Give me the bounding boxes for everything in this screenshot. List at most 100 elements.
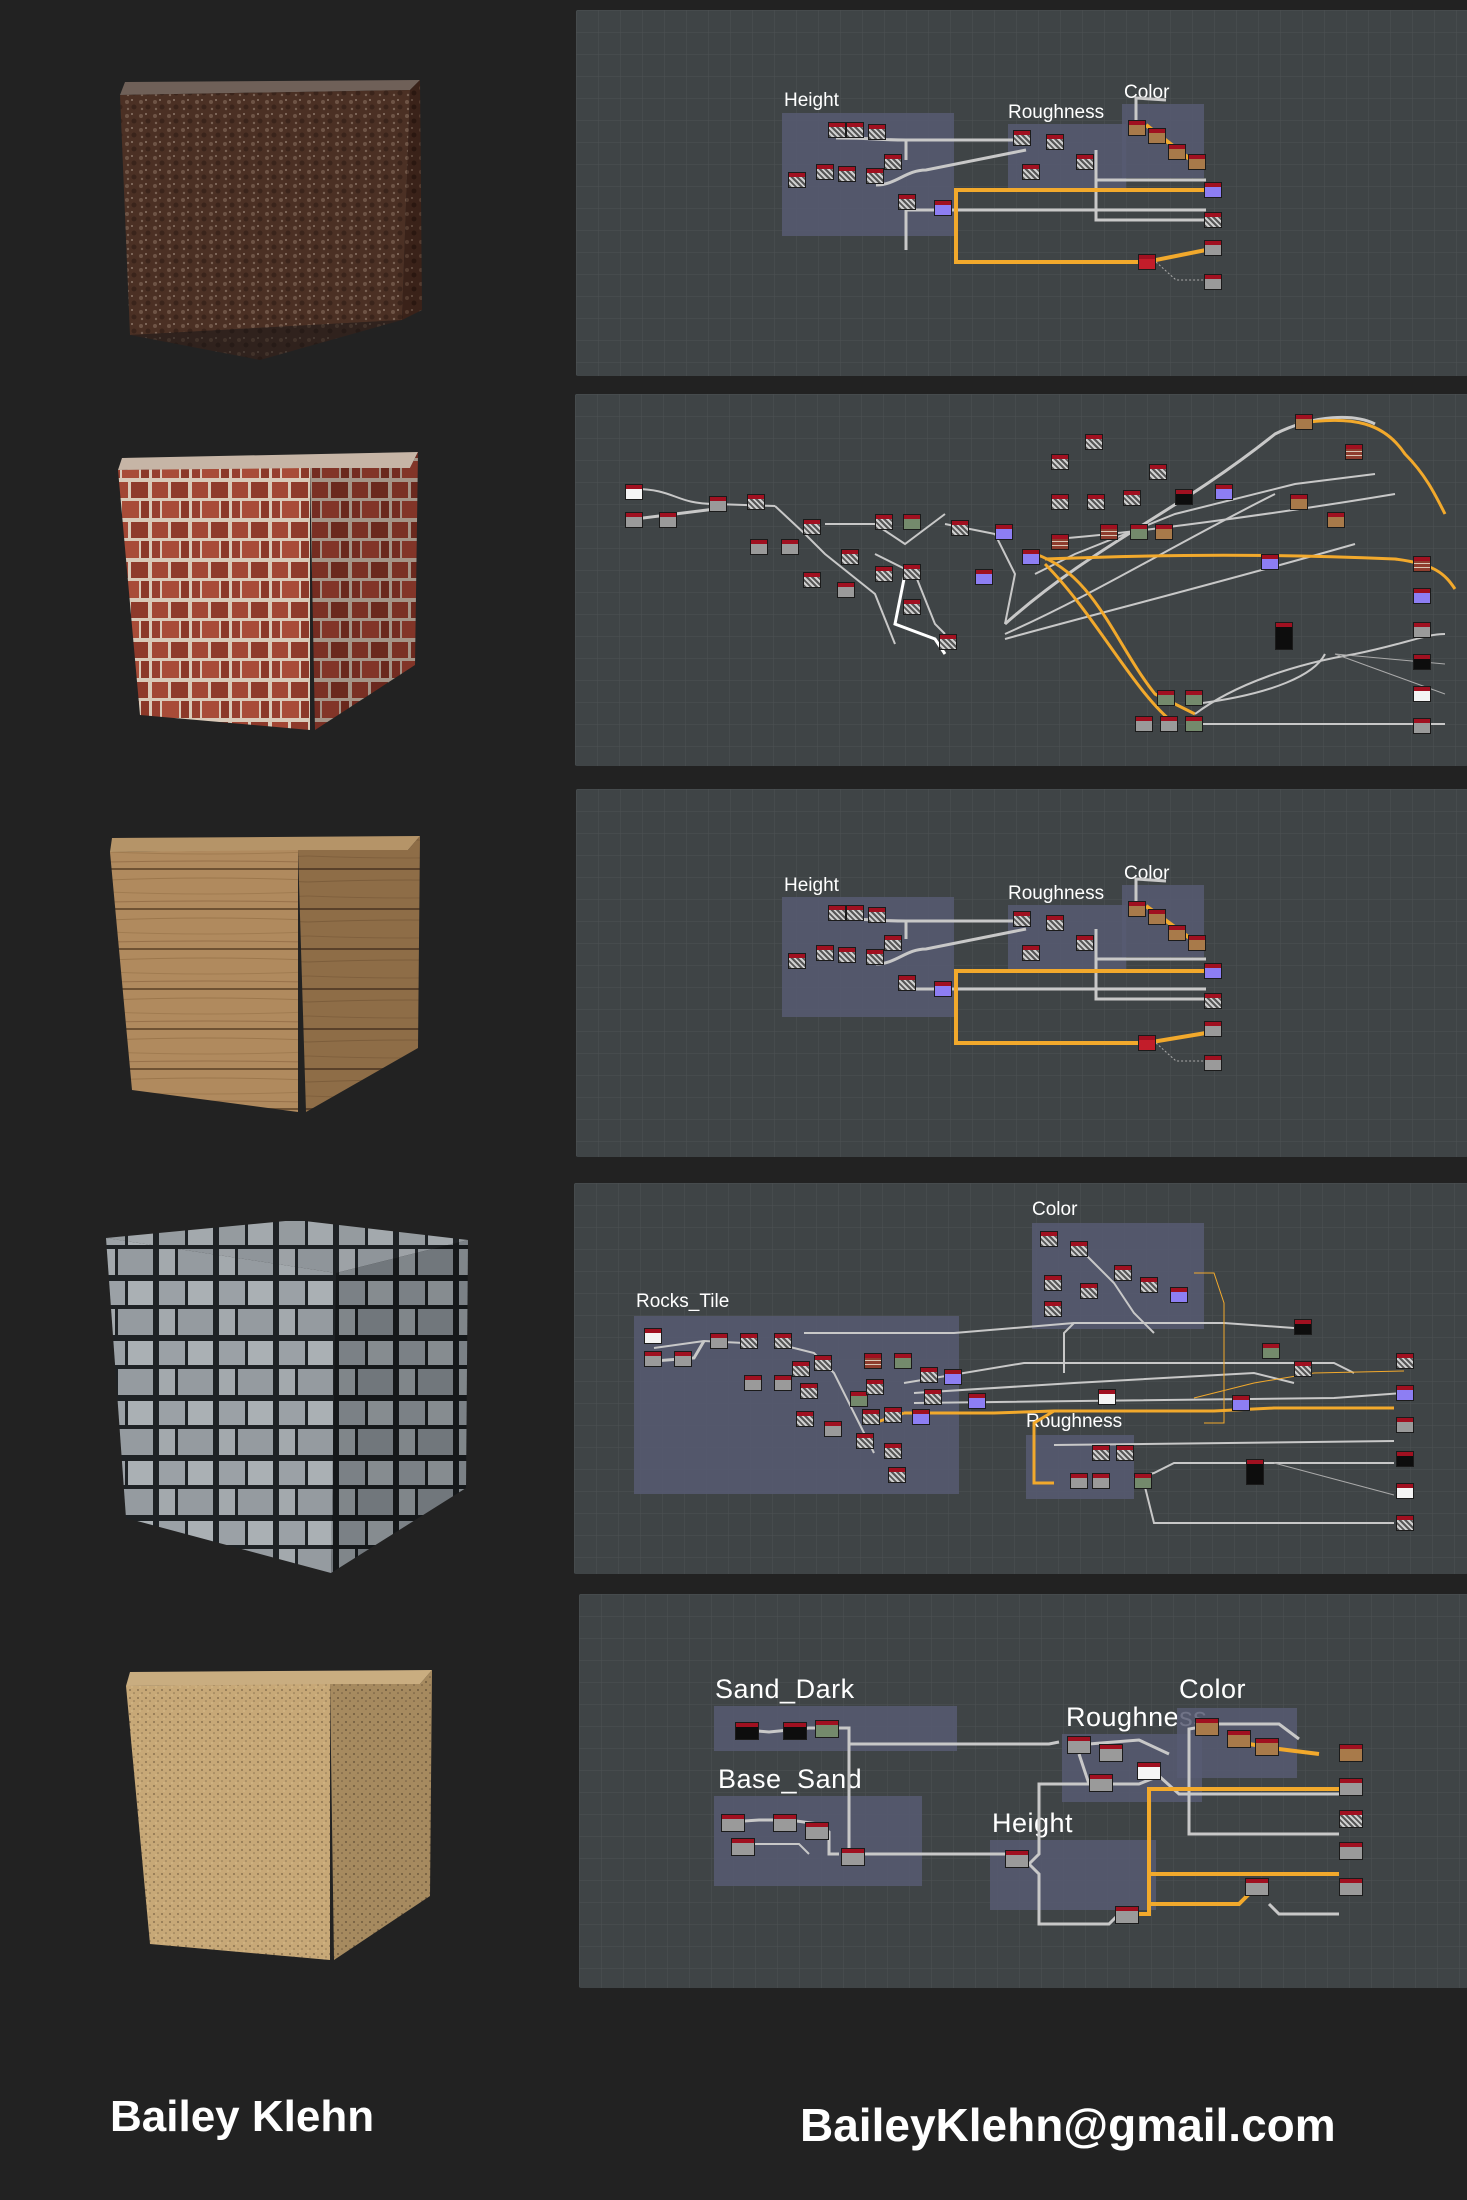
node[interactable] — [1051, 534, 1069, 550]
output-node[interactable] — [1413, 588, 1431, 604]
node-graph-dirt[interactable]: Height Roughness Color — [576, 10, 1467, 376]
node[interactable] — [625, 484, 643, 500]
node[interactable] — [846, 122, 864, 138]
node[interactable] — [1245, 1878, 1269, 1896]
node-graph-stone[interactable]: Color Rocks_Tile Roughness — [574, 1183, 1467, 1574]
output-node[interactable] — [1339, 1744, 1363, 1762]
node[interactable] — [815, 1720, 839, 1738]
node[interactable] — [1157, 690, 1175, 706]
node[interactable] — [1255, 1738, 1279, 1756]
node[interactable] — [1040, 1231, 1058, 1247]
node[interactable] — [1168, 144, 1186, 160]
node[interactable] — [1092, 1445, 1110, 1461]
node[interactable] — [788, 172, 806, 188]
node[interactable] — [1246, 1459, 1264, 1485]
node[interactable] — [1188, 935, 1206, 951]
node[interactable] — [1070, 1473, 1088, 1489]
node[interactable] — [1160, 716, 1178, 732]
node[interactable] — [805, 1822, 829, 1840]
node[interactable] — [875, 514, 893, 530]
node[interactable] — [1128, 120, 1146, 136]
output-node[interactable] — [1339, 1842, 1363, 1860]
node[interactable] — [814, 1355, 832, 1371]
node[interactable] — [1185, 690, 1203, 706]
node[interactable] — [1070, 1241, 1088, 1257]
output-node[interactable] — [1204, 274, 1222, 290]
node[interactable] — [850, 1391, 868, 1407]
node[interactable] — [1076, 935, 1094, 951]
node[interactable] — [710, 1333, 728, 1349]
node[interactable] — [1087, 494, 1105, 510]
node[interactable] — [912, 1409, 930, 1425]
node[interactable] — [816, 164, 834, 180]
node[interactable] — [1294, 1319, 1312, 1335]
node[interactable] — [898, 975, 916, 991]
node[interactable] — [731, 1838, 755, 1856]
output-node[interactable] — [1339, 1778, 1363, 1796]
node[interactable] — [1085, 434, 1103, 450]
node[interactable] — [884, 1407, 902, 1423]
node[interactable] — [841, 549, 859, 565]
node[interactable] — [838, 947, 856, 963]
node[interactable] — [1195, 1718, 1219, 1736]
node[interactable] — [625, 512, 643, 528]
node[interactable] — [1115, 1906, 1139, 1924]
node[interactable] — [803, 519, 821, 535]
node[interactable] — [774, 1375, 792, 1391]
node[interactable] — [846, 905, 864, 921]
output-node[interactable] — [1204, 182, 1222, 198]
output-node[interactable] — [1413, 556, 1431, 572]
node[interactable] — [781, 539, 799, 555]
node[interactable] — [747, 494, 765, 510]
node[interactable] — [975, 569, 993, 585]
node[interactable] — [920, 1367, 938, 1383]
node[interactable] — [868, 907, 886, 923]
node[interactable] — [1022, 549, 1040, 565]
node[interactable] — [1227, 1730, 1251, 1748]
node[interactable] — [1089, 1774, 1113, 1792]
node[interactable] — [1175, 489, 1193, 505]
node[interactable] — [1168, 925, 1186, 941]
output-node[interactable] — [1204, 240, 1222, 256]
node[interactable] — [841, 1848, 865, 1866]
output-node[interactable] — [1396, 1385, 1414, 1401]
node[interactable] — [1261, 554, 1279, 570]
node[interactable] — [735, 1722, 759, 1740]
node[interactable] — [1076, 154, 1094, 170]
node[interactable] — [1051, 494, 1069, 510]
node[interactable] — [862, 1409, 880, 1425]
node[interactable] — [644, 1328, 662, 1344]
output-node[interactable] — [1396, 1417, 1414, 1433]
node[interactable] — [884, 154, 902, 170]
node[interactable] — [894, 1353, 912, 1369]
output-node[interactable] — [1396, 1451, 1414, 1467]
output-node[interactable] — [1413, 686, 1431, 702]
node[interactable] — [1044, 1301, 1062, 1317]
node[interactable] — [744, 1375, 762, 1391]
node-graph-sand[interactable]: Sand_Dark Roughness Color Base_Sand Heig… — [579, 1594, 1467, 1988]
node[interactable] — [1067, 1736, 1091, 1754]
node[interactable] — [837, 582, 855, 598]
node[interactable] — [750, 539, 768, 555]
node[interactable] — [838, 166, 856, 182]
node[interactable] — [1170, 1287, 1188, 1303]
output-node[interactable] — [1413, 718, 1431, 734]
node[interactable] — [1051, 454, 1069, 470]
node[interactable] — [674, 1351, 692, 1367]
node[interactable] — [800, 1383, 818, 1399]
node[interactable] — [773, 1814, 797, 1832]
node[interactable] — [1013, 911, 1031, 927]
node[interactable] — [721, 1814, 745, 1832]
node[interactable] — [740, 1333, 758, 1349]
node[interactable] — [944, 1369, 962, 1385]
node[interactable] — [866, 949, 884, 965]
node[interactable] — [1137, 1762, 1161, 1780]
node[interactable] — [1138, 254, 1156, 270]
node[interactable] — [1046, 134, 1064, 150]
node[interactable] — [1100, 524, 1118, 540]
node[interactable] — [903, 514, 921, 530]
node[interactable] — [644, 1351, 662, 1367]
node[interactable] — [1290, 494, 1308, 510]
node[interactable] — [1155, 524, 1173, 540]
node[interactable] — [1114, 1265, 1132, 1281]
